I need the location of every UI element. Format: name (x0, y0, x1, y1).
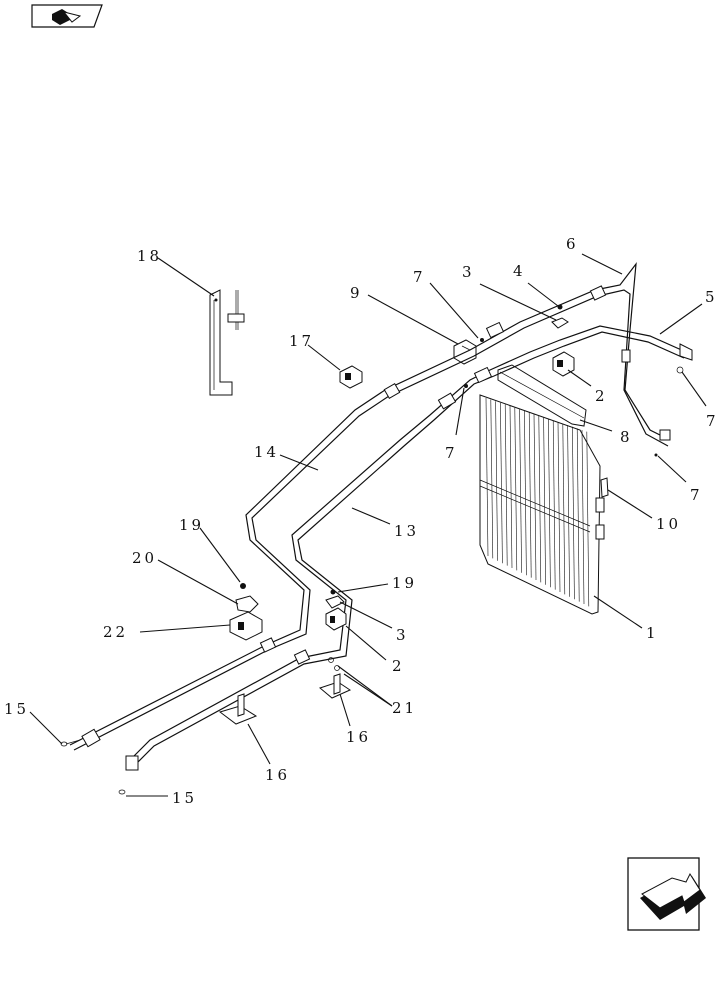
fitting-part-7-joint (473, 366, 493, 384)
bracket-part-16-right (318, 673, 352, 699)
fitting-part-13-joint (437, 392, 457, 410)
callout-9: 9 (350, 284, 363, 302)
radiator-fin (533, 413, 537, 581)
nut-part-19-left (240, 583, 246, 589)
oring-part-7-lower (654, 453, 658, 457)
oil-cooler-part-1 (479, 364, 605, 615)
callout-4: 4 (513, 262, 526, 280)
clamp-part-17 (339, 365, 363, 389)
fitting-part-14-joint (383, 382, 401, 400)
radiator-fin (552, 420, 556, 590)
callout-17: 17 (289, 332, 314, 350)
clamp-part-22 (229, 611, 263, 641)
callout-18: 18 (137, 247, 162, 265)
callout-15-lower: 15 (172, 789, 197, 807)
bracket-part-16-left (218, 693, 258, 725)
callout-16-left: 16 (265, 766, 290, 784)
washer-part-4 (551, 304, 569, 329)
fitting-part-5-end (679, 343, 693, 361)
callout-labels: 1 2 2 3 3 4 5 6 7 7 7 7 8 9 10 13 14 15 … (4, 235, 719, 807)
radiator-fin (504, 404, 508, 566)
next-page-arrow-icon (640, 872, 706, 920)
callout-7-mid: 7 (445, 444, 458, 462)
callout-7-right: 7 (706, 412, 719, 430)
nut-part-19-right (330, 589, 336, 595)
bracket-part-18 (209, 289, 245, 396)
radiator-fin (500, 402, 503, 564)
callout-7-lower: 7 (690, 486, 703, 504)
radiator-fin (514, 407, 518, 571)
seal-part-8 (499, 371, 585, 419)
callout-15-left: 15 (4, 700, 29, 718)
pin-part-10 (600, 477, 609, 498)
fitting-part-14-lower-joint (259, 637, 277, 653)
callout-22: 22 (103, 623, 128, 641)
next-page-button[interactable] (627, 857, 706, 931)
radiator-fin (548, 418, 551, 588)
radiator-fin (495, 401, 498, 561)
fitting-part-15-lower (118, 755, 139, 795)
callout-19-right: 19 (392, 574, 417, 592)
fitting-part-13-lower-joint (293, 649, 311, 665)
oring-part-7-right (676, 366, 684, 374)
fitting-part-6-end (659, 429, 671, 441)
callout-1: 1 (646, 624, 659, 642)
callout-5: 5 (705, 288, 718, 306)
radiator-fin (543, 417, 546, 585)
leader-lines (29, 253, 707, 797)
clamp-part-20 (235, 595, 259, 613)
callout-16-right: 16 (346, 728, 371, 746)
callout-19-left: 19 (179, 516, 204, 534)
radiator-fin (528, 412, 532, 578)
fitting-part-6-joint (589, 285, 607, 301)
callout-2-upper: 2 (595, 387, 608, 405)
radiator-fin (509, 405, 513, 569)
clamp-part-2-lower (325, 607, 347, 631)
fitting-part-3-upper (485, 321, 505, 339)
radiator-fin (524, 410, 527, 576)
plate-part-3-lower (325, 595, 345, 609)
radiator-fin (576, 428, 580, 602)
fitting-part-5-joint (621, 349, 631, 363)
oring-part-7-top (480, 338, 484, 342)
radiator-fin (586, 431, 590, 607)
radiator-fin (519, 409, 522, 573)
callout-6: 6 (566, 235, 579, 253)
callout-14: 14 (254, 443, 279, 461)
radiator-fin (567, 425, 570, 597)
radiator-fin (572, 426, 575, 600)
radiator-fin (485, 397, 489, 557)
tube-line-13 (129, 325, 687, 767)
callout-7-top: 7 (413, 268, 426, 286)
callout-3-upper: 3 (462, 263, 475, 281)
callout-2-lower: 2 (392, 657, 405, 675)
radiator-fin (490, 399, 494, 559)
callout-20: 20 (132, 549, 157, 567)
callout-13: 13 (394, 522, 419, 540)
callout-10: 10 (656, 515, 681, 533)
back-to-index-button[interactable] (31, 4, 103, 28)
radiator-fin (538, 415, 542, 583)
callout-8: 8 (620, 428, 633, 446)
radiator-fin (581, 429, 585, 605)
book-back-arrow-icon (52, 9, 82, 25)
bolt-part-21 (328, 657, 340, 671)
radiator-fin (562, 423, 566, 595)
callout-3-lower: 3 (396, 626, 409, 644)
fitting-part-15-left (60, 728, 101, 748)
radiator-fin (557, 421, 561, 593)
oring-part-7-mid (464, 384, 468, 388)
callout-21: 21 (392, 699, 417, 717)
